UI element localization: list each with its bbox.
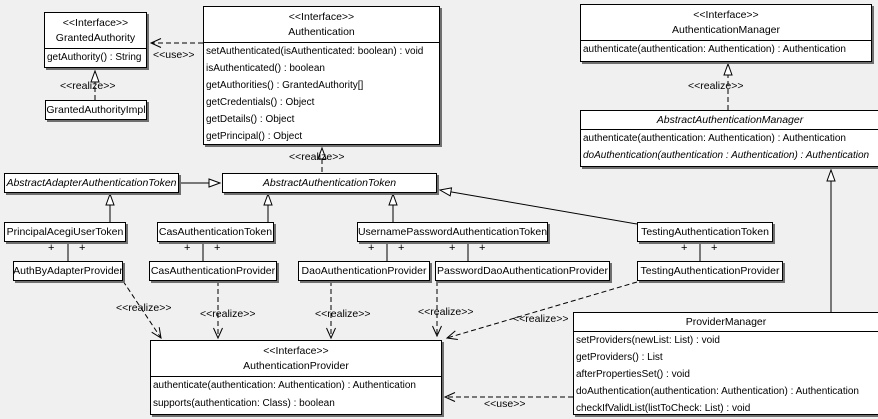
stereotype-label: <<Interface>> — [288, 11, 355, 23]
class-name: AbstractAdapterAuthenticationToken — [6, 176, 177, 189]
multiplicity-plus: + — [48, 242, 55, 254]
class-authentication: <<Interface>> Authentication setAuthenti… — [203, 6, 440, 145]
class-name: AuthenticationProvider — [243, 360, 349, 372]
class-cas-authentication-token: CasAuthenticationToken — [157, 222, 274, 242]
class-granted-authority-impl: GrantedAuthorityImpl — [45, 100, 147, 120]
class-name: PasswordDaoAuthenticationProvider — [436, 264, 608, 277]
stereotype-label: <<Interface>> — [693, 9, 759, 21]
class-name: AuthByAdapterProvider — [13, 264, 123, 277]
edge-label-use: <<use>> — [484, 398, 526, 410]
stereotype-label: <<Interface>> — [62, 17, 129, 29]
edge-label-realize: <<realize>> — [513, 313, 569, 325]
multiplicity-plus: + — [479, 242, 486, 254]
edge-label-realize: <<realize>> — [418, 306, 474, 318]
multiplicity-plus: + — [79, 242, 86, 254]
class-authentication-provider: <<Interface>> AuthenticationProvider aut… — [150, 340, 442, 415]
method: getCredentials() : Object — [206, 97, 315, 108]
edge-label-realize: <<realize>> — [60, 80, 116, 92]
class-username-password-authentication-token: UsernamePasswordAuthenticationToken — [357, 222, 548, 242]
edge-label-use: <<use>> — [153, 49, 195, 61]
class-testing-authentication-provider: TestingAuthenticationProvider — [637, 261, 783, 281]
class-name: CasAuthenticationProvider — [150, 264, 276, 277]
class-name: GrantedAuthority — [55, 32, 136, 44]
method: getProviders() : List — [576, 352, 663, 363]
method: setAuthenticated(isAuthenticated: boolea… — [206, 46, 424, 57]
method: authenticate(authentication: Authenticat… — [583, 44, 846, 55]
stereotype-label: <<Interface>> — [263, 345, 329, 357]
class-granted-authority: <<Interface>> GrantedAuthority getAuthor… — [44, 12, 147, 68]
class-name: DaoAuthenticationProvider — [301, 264, 427, 277]
class-name: Authentication — [288, 26, 355, 38]
method: getAuthorities() : GrantedAuthority[] — [206, 80, 364, 91]
class-dao-authentication-provider: DaoAuthenticationProvider — [298, 261, 430, 281]
class-name: GrantedAuthorityImpl — [46, 103, 146, 116]
class-testing-authentication-token: TestingAuthenticationToken — [637, 222, 773, 242]
method: isAuthenticated() : boolean — [206, 63, 325, 74]
class-abstract-adapter-authentication-token: AbstractAdapterAuthenticationToken — [4, 173, 179, 193]
method: supports(authentication: Class) : boolea… — [153, 398, 335, 409]
multiplicity-plus: + — [398, 242, 405, 254]
edge-label-realize: <<realize>> — [315, 308, 371, 320]
class-auth-by-adapter-provider: AuthByAdapterProvider — [13, 261, 123, 281]
edge-generalization-testing-authentication-token — [438, 187, 638, 225]
method: authenticate(authentication: Authenticat… — [153, 380, 416, 391]
class-name: CasAuthenticationToken — [158, 225, 273, 238]
class-name: TestingAuthenticationToken — [641, 225, 769, 238]
class-provider-manager: ProviderManager setProviders(newList: Li… — [573, 312, 878, 415]
edge-label-realize: <<realize>> — [688, 80, 744, 92]
class-password-dao-authentication-provider: PasswordDaoAuthenticationProvider — [435, 261, 610, 281]
method: checkIfValidList(listToCheck: List) : vo… — [576, 403, 751, 414]
edge-label-realize: <<realize>> — [116, 302, 172, 314]
class-authentication-manager: <<Interface>> AuthenticationManager auth… — [580, 4, 872, 62]
class-principal-acegi-user-token: PrincipalAcegiUserToken — [4, 222, 126, 242]
class-cas-authentication-provider: CasAuthenticationProvider — [149, 261, 277, 281]
multiplicity-plus: + — [449, 242, 456, 254]
edge-realize-auth-by-adapter-provider — [122, 280, 162, 340]
method: getDetails() : Object — [206, 114, 295, 125]
multiplicity-plus: + — [711, 242, 718, 254]
method: authenticate(authentication: Authenticat… — [583, 133, 846, 144]
edge-label-realize: <<realize>> — [200, 308, 256, 320]
method: afterPropertiesSet() : void — [576, 369, 690, 380]
method: getPrincipal() : Object — [206, 131, 303, 142]
method: getAuthority() : String — [47, 52, 142, 63]
multiplicity-plus: + — [184, 242, 191, 254]
class-name: AbstractAuthenticationManager — [656, 114, 804, 126]
multiplicity-plus: + — [214, 242, 221, 254]
edge-realize-testing-authentication-provider — [445, 281, 638, 340]
class-name: UsernamePasswordAuthenticationToken — [357, 225, 548, 238]
class-name: AuthenticationManager — [672, 24, 780, 36]
multiplicity-plus: + — [681, 242, 688, 254]
class-name: AbstractAuthenticationToken — [262, 176, 397, 189]
method: doAuthentication(authentication: Authent… — [576, 386, 859, 397]
edge-label-realize: <<realize>> — [289, 151, 345, 163]
class-abstract-authentication-manager: AbstractAuthenticationManager authentica… — [580, 110, 878, 167]
method: setProviders(newList: List) : void — [576, 335, 720, 346]
class-name: TestingAuthenticationProvider — [640, 264, 780, 277]
class-abstract-authentication-token: AbstractAuthenticationToken — [222, 173, 437, 193]
multiplicity-plus: + — [368, 242, 375, 254]
class-name: PrincipalAcegiUserToken — [6, 225, 124, 238]
method-abstract: doAuthentication(authentication : Authen… — [583, 150, 870, 161]
class-name: ProviderManager — [685, 316, 767, 328]
